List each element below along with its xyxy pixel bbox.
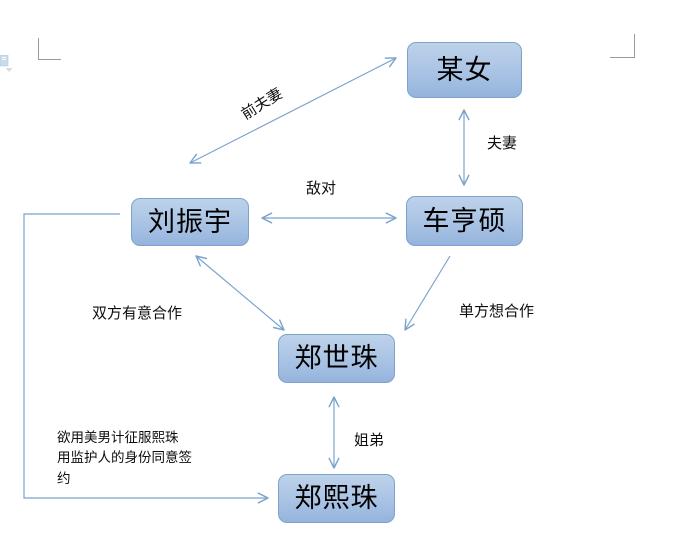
edge-label-danfang: 单方想合作	[459, 302, 535, 320]
node-mou-nv[interactable]: 某女	[407, 42, 522, 98]
node-liu-zhenyu[interactable]: 刘振宇	[131, 198, 249, 246]
edge-label-note: 欲用美男计征服熙珠 用监护人的身份同意签 约	[57, 430, 192, 487]
node-che-hengshuo[interactable]: 车亨硕	[406, 196, 523, 246]
edge-label-jiedi: 姐弟	[354, 431, 385, 449]
node-label: 刘振宇	[148, 206, 232, 238]
connector-qianfuqi	[189, 57, 397, 164]
edge-label-qianfuqi: 前夫妻	[238, 84, 286, 124]
edge-label-duidui: 敌对	[306, 179, 337, 197]
connector-shuangfang	[195, 255, 285, 331]
edge-label-shuangfang: 双方有意合作	[92, 304, 183, 322]
paste-options-icon[interactable]	[0, 55, 13, 73]
connector-danfang	[404, 255, 451, 331]
node-zheng-shizhu[interactable]: 郑世珠	[278, 334, 395, 383]
node-label: 郑熙珠	[294, 483, 379, 514]
node-label: 某女	[436, 54, 493, 86]
page-margin-corner-top-left	[38, 38, 61, 60]
page-margin-corner-top-right	[610, 34, 635, 58]
node-label: 郑世珠	[294, 343, 379, 374]
node-label: 车亨硕	[422, 205, 507, 237]
edge-label-fuqi: 夫妻	[487, 134, 518, 152]
node-zheng-xizhu[interactable]: 郑熙珠	[278, 474, 395, 523]
